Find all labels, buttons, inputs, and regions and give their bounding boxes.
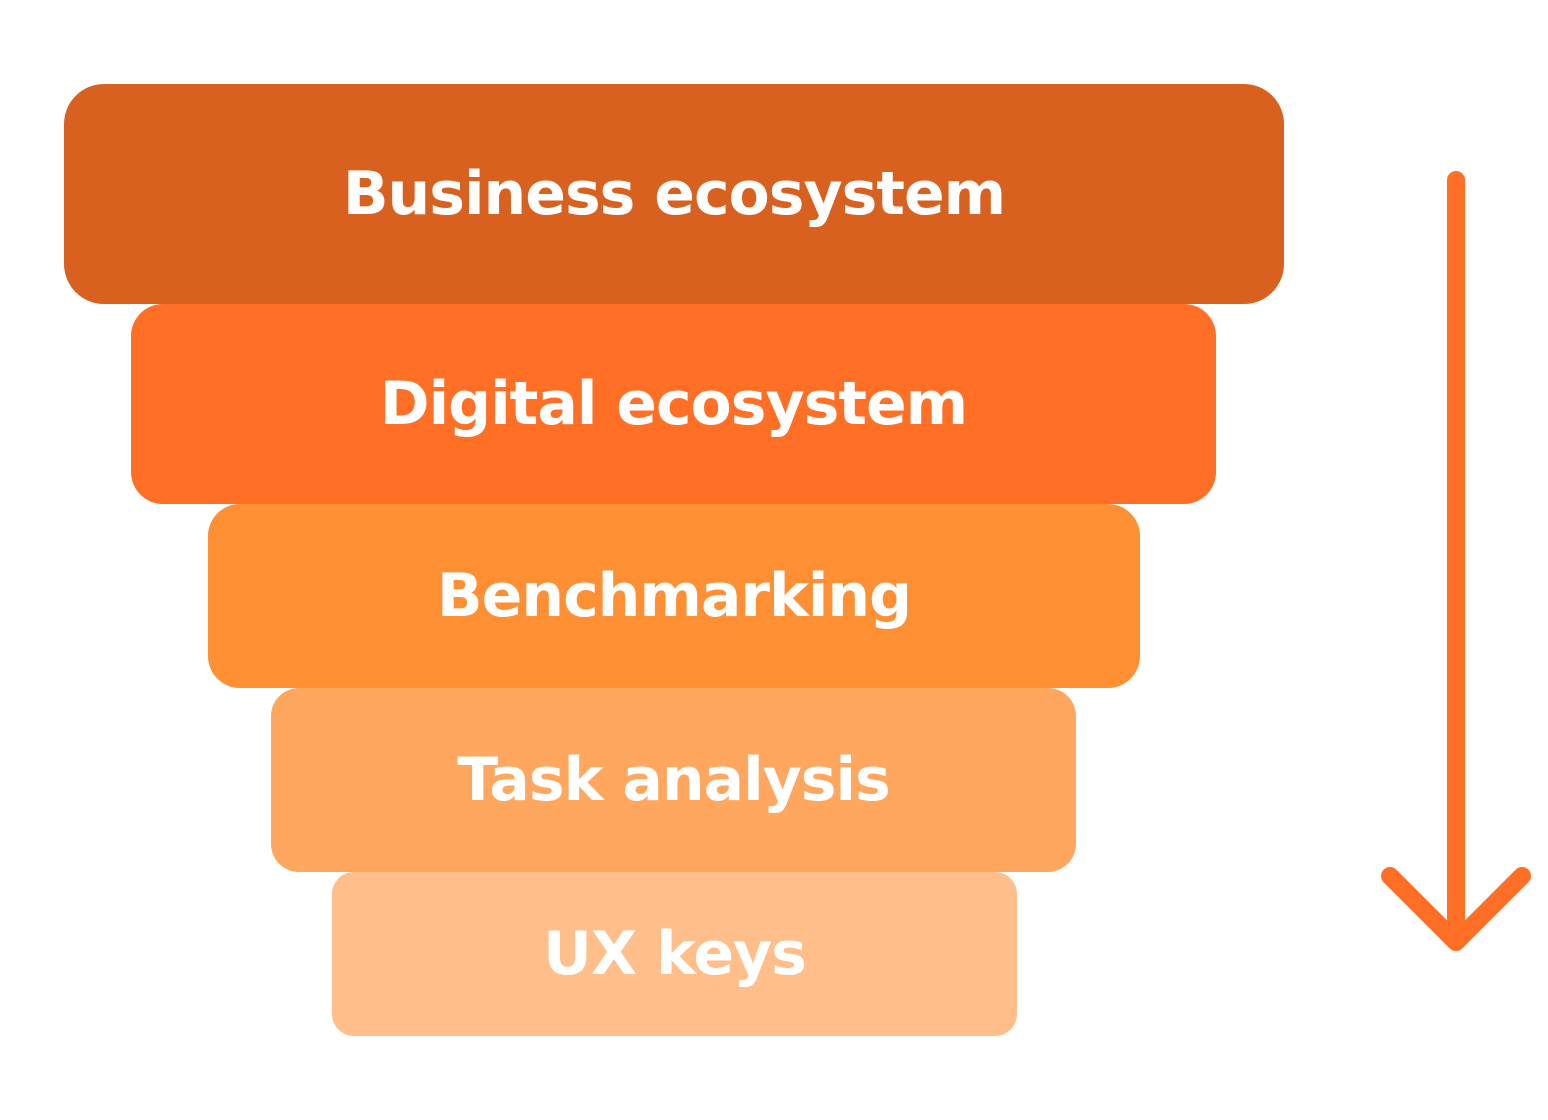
down-arrow-icon [1381, 171, 1531, 951]
funnel-layer-label: Benchmarking [436, 561, 912, 631]
funnel-layer-business-ecosystem: Business ecosystem [64, 84, 1284, 304]
arrow-stroke [1381, 171, 1531, 951]
funnel-layer-ux-keys: UX keys [332, 872, 1017, 1036]
funnel-layer-label: Business ecosystem [342, 159, 1006, 229]
funnel-layer-label: Task analysis [457, 745, 891, 815]
arrow-head [1381, 867, 1531, 951]
funnel-layer-label: Digital ecosystem [379, 369, 968, 439]
funnel-layer-task-analysis: Task analysis [271, 688, 1076, 872]
funnel-layer-label: UX keys [543, 919, 807, 989]
funnel-layer-benchmarking: Benchmarking [208, 504, 1140, 688]
funnel-layer-digital-ecosystem: Digital ecosystem [131, 304, 1216, 504]
